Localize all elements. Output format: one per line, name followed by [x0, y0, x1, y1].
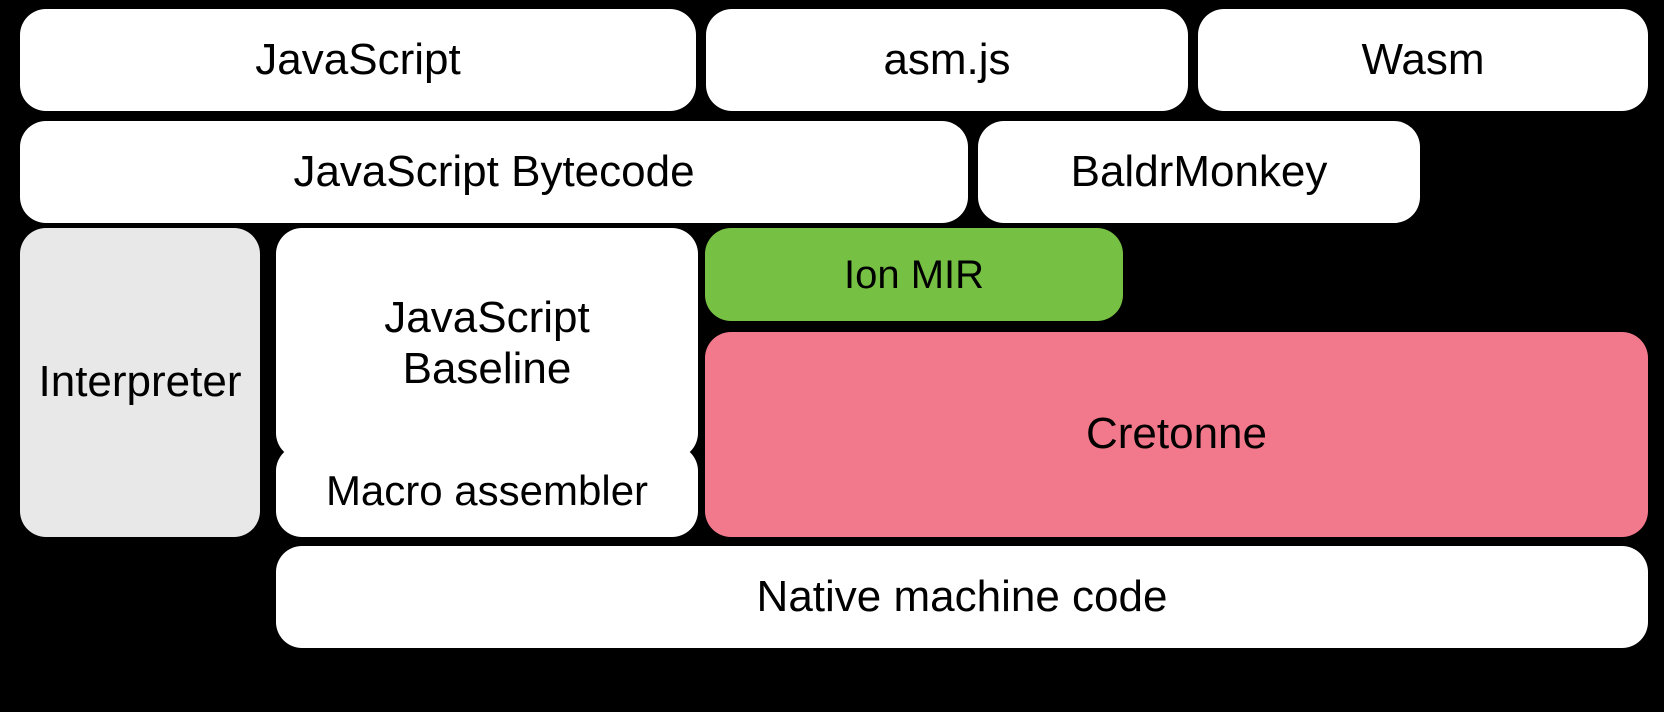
node-macro-assembler[interactable]: Macro assembler [276, 445, 698, 537]
node-cretonne[interactable]: Cretonne [705, 332, 1648, 537]
node-asm-js[interactable]: asm.js [706, 9, 1188, 111]
node-javascript-baseline[interactable]: JavaScript Baseline [276, 228, 698, 459]
node-javascript[interactable]: JavaScript [20, 9, 696, 111]
node-ion-mir[interactable]: Ion MIR [705, 228, 1123, 321]
node-native-machine-code[interactable]: Native machine code [276, 546, 1648, 648]
node-interpreter[interactable]: Interpreter [20, 228, 260, 537]
node-baldrmonkey[interactable]: BaldrMonkey [978, 121, 1420, 223]
node-javascript-bytecode[interactable]: JavaScript Bytecode [20, 121, 968, 223]
node-wasm[interactable]: Wasm [1198, 9, 1648, 111]
